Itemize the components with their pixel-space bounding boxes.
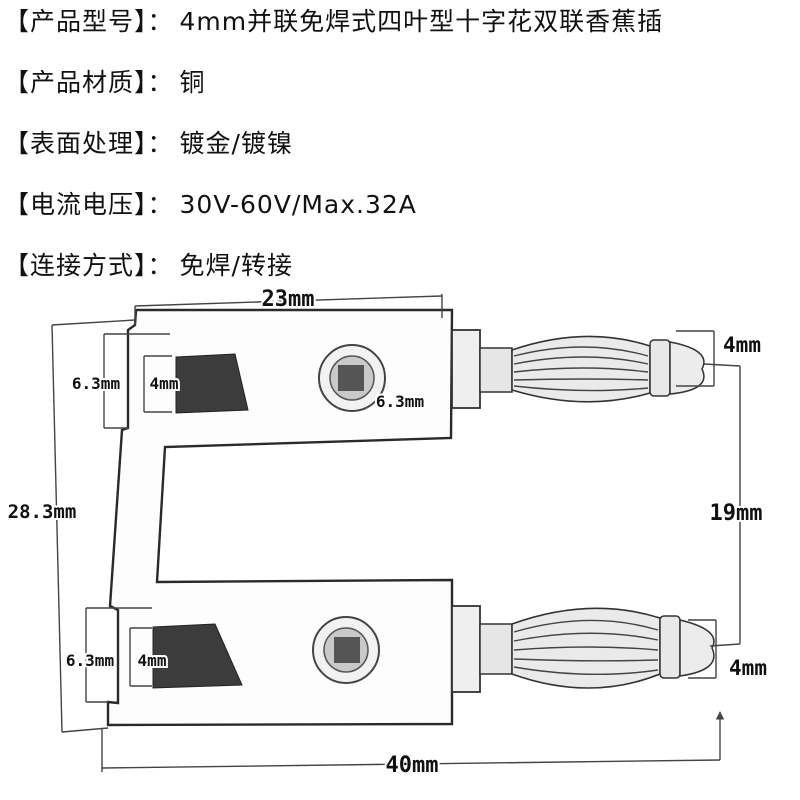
spec-label: 【电流电压】： bbox=[4, 190, 174, 219]
dim-pins: 4mm 19mm 4mm bbox=[676, 330, 769, 682]
spec-row-model: 【产品型号】：4mm并联免焊式四叶型十字花双联香蕉插 bbox=[4, 2, 663, 38]
dim-label-top-width: 23mm bbox=[262, 287, 315, 312]
dim-lower-tab: 6.3mm 4mm bbox=[64, 607, 169, 703]
dim-label-overall-length: 40mm bbox=[386, 753, 439, 778]
dim-label-hole: 6.3mm bbox=[376, 392, 425, 411]
upper-hole bbox=[318, 344, 386, 412]
dim-label-upper-tab-inner: 4mm bbox=[150, 374, 179, 393]
spec-row-connection: 【连接方式】：免焊/转接 bbox=[4, 246, 293, 282]
dim-label-upper-tab-outer: 6.3mm bbox=[72, 374, 121, 393]
spec-label: 【产品材质】： bbox=[4, 68, 174, 97]
spec-value: 铜 bbox=[179, 68, 206, 97]
lower-blade bbox=[152, 623, 243, 689]
dim-label-pin-bottom: 4mm bbox=[729, 656, 767, 680]
dim-upper-tab: 6.3mm 4mm bbox=[70, 333, 181, 429]
spec-value: 免焊/转接 bbox=[179, 251, 293, 280]
dim-label-overall-height: 28.3mm bbox=[8, 501, 77, 523]
spec-label: 【连接方式】： bbox=[4, 251, 174, 280]
spec-value: 30V-60V/Max.32A bbox=[179, 190, 417, 219]
spec-row-material: 【产品材质】：铜 bbox=[4, 63, 206, 99]
spec-label: 【表面处理】： bbox=[4, 129, 174, 158]
dim-label-pin-spacing: 19mm bbox=[710, 501, 763, 526]
dim-label-pin-top: 4mm bbox=[723, 333, 761, 357]
dim-overall-length: 40mm bbox=[101, 711, 725, 780]
spec-value: 镀金/镀镍 bbox=[179, 129, 293, 158]
upper-blade bbox=[175, 353, 249, 414]
lower-hole bbox=[312, 616, 380, 684]
dim-label-lower-tab-outer: 6.3mm bbox=[66, 651, 115, 670]
upper-banana-pin bbox=[451, 329, 705, 409]
spec-row-finish: 【表面处理】：镀金/镀镍 bbox=[4, 124, 293, 160]
dim-label-lower-tab-inner: 4mm bbox=[138, 651, 167, 670]
dim-overall-height: 28.3mm bbox=[6, 319, 136, 733]
dim-top-width: 23mm bbox=[134, 285, 443, 325]
spec-value: 4mm并联免焊式四叶型十字花双联香蕉插 bbox=[179, 7, 664, 36]
lower-banana-pin bbox=[451, 605, 715, 693]
spec-row-rating: 【电流电压】：30V-60V/Max.32A bbox=[4, 185, 417, 221]
spec-label: 【产品型号】： bbox=[4, 7, 174, 36]
